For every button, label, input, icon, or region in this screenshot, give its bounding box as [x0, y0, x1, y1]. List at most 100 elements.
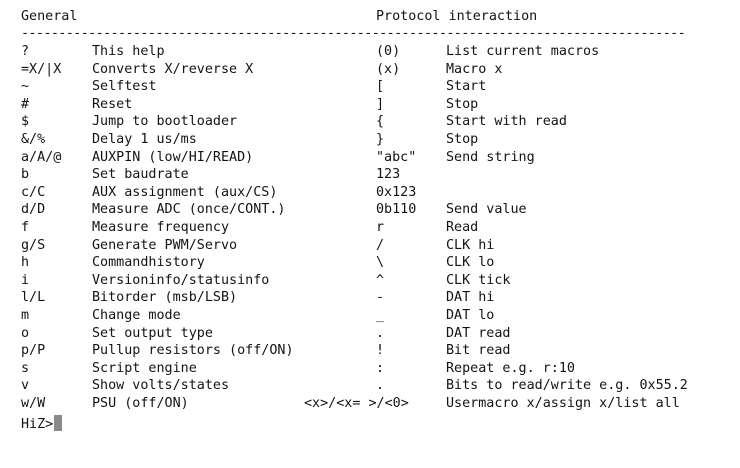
general-command-key: s — [21, 360, 30, 376]
protocol-command-key: r — [376, 220, 385, 235]
protocol-command-desc: Stop — [446, 96, 479, 112]
protocol-command-desc: Send string — [446, 149, 535, 165]
protocol-command-desc: CLK lo — [446, 255, 495, 271]
protocol-command-key: (0) — [376, 44, 401, 59]
general-command-key: w/W — [21, 396, 46, 411]
general-command-desc: Set output type — [92, 325, 213, 341]
protocol-command-desc: Stop — [446, 132, 479, 147]
protocol-command-desc: Start with read — [446, 114, 567, 130]
general-command-key: b — [21, 167, 30, 183]
protocol-command-key: / — [376, 237, 385, 253]
general-command-key: d/D — [21, 202, 46, 218]
general-command-desc: Measure frequency — [92, 220, 230, 235]
protocol-command-desc: Read — [446, 220, 479, 235]
general-command-desc: Change mode — [92, 308, 181, 323]
general-command-desc: Pullup resistors (off/ON) — [92, 343, 294, 359]
general-command-key: o — [21, 325, 30, 341]
command-row: d/D Measure ADC (once/CONT.) 0b110 Send val… — [0, 201, 740, 219]
general-command-key: ~ — [21, 79, 30, 95]
command-row: a/A/@ AUXPIN (low/HI/READ) "abc" Send strin… — [0, 149, 740, 167]
command-row: o Set output type. DAT read — [0, 325, 740, 343]
command-row: f Measure frequency r Read — [0, 219, 740, 237]
general-command-key: m — [21, 308, 30, 323]
text-cursor — [54, 415, 63, 431]
protocol-command-key: 0x123 — [376, 184, 417, 200]
protocol-command-key: (x) — [376, 61, 401, 77]
protocol-command-desc: Send value — [446, 202, 527, 218]
general-command-desc: AUXPIN (low/HI/READ) — [92, 149, 254, 165]
general-command-desc: Generate PWM/Servo — [92, 237, 238, 253]
header-row: General Protocol interaction — [0, 8, 740, 26]
general-command-desc: Versioninfo/statusinfo — [92, 272, 270, 288]
command-row: =X/|X Converts X/reverse X (x) Macro x — [0, 61, 740, 79]
prompt-text: HiZ> — [21, 417, 54, 432]
general-header: General — [21, 9, 78, 24]
general-command-key: p/P — [21, 343, 46, 359]
general-command-desc: Reset — [92, 96, 133, 112]
protocol-command-key: 123 — [376, 167, 401, 183]
general-command-desc: AUX assignment (aux/CS) — [92, 184, 278, 200]
prompt-line[interactable]: HiZ> — [0, 415, 740, 433]
protocol-command-desc: Start — [446, 79, 487, 95]
protocol-command-desc: CLK tick — [446, 272, 511, 288]
general-command-key: a/A/@ — [21, 149, 62, 165]
general-command-key: c/C — [21, 184, 46, 200]
protocol-command-desc: DAT lo — [446, 308, 495, 323]
protocol-command-desc: Macro x — [446, 61, 503, 77]
protocol-command-desc: Usermacro x/assign x/list all — [446, 396, 680, 411]
general-command-key: v — [21, 378, 30, 394]
general-command-desc: Script engine — [92, 360, 197, 376]
general-command-desc: Set baudrate — [92, 167, 189, 183]
protocol-command-key: ] — [376, 96, 385, 112]
protocol-command-key: { — [376, 114, 385, 130]
protocol-command-key: ^ — [376, 272, 385, 288]
protocol-command-key: ! — [376, 343, 385, 359]
header-divider: ----------------------------------------… — [21, 27, 685, 41]
protocol-command-desc: CLK hi — [446, 237, 495, 253]
protocol-command-key: [ — [376, 79, 385, 95]
command-row: &/% Delay 1 us/ms} Stop — [0, 131, 740, 149]
general-command-desc: Measure ADC (once/CONT.) — [92, 202, 286, 218]
general-command-key: =X/|X — [21, 61, 62, 77]
protocol-header: Protocol interaction — [376, 9, 538, 24]
protocol-command-key: } — [376, 132, 385, 147]
protocol-command-key: \ — [376, 255, 385, 271]
command-row: g/S Generate PWM/Servo / CLK hi — [0, 237, 740, 255]
command-row: ~Selftest[Start — [0, 78, 740, 96]
general-command-key: h — [21, 255, 30, 271]
general-command-key: g/S — [21, 237, 46, 253]
protocol-command-key: "abc" — [376, 149, 417, 165]
general-command-key: f — [21, 220, 30, 235]
general-command-desc: Show volts/states — [92, 378, 230, 394]
general-command-desc: This help — [92, 44, 165, 59]
command-row: m Change mode _ DAT lo — [0, 307, 740, 325]
protocol-command-key: 0b110 — [376, 202, 417, 218]
protocol-command-desc: Repeat e.g. r:10 — [446, 360, 575, 376]
command-row: ?This help(0)List current macros — [0, 43, 740, 61]
protocol-command-desc: DAT read — [446, 325, 511, 341]
general-command-key: # — [21, 96, 30, 112]
protocol-command-key: . — [376, 325, 385, 341]
general-command-desc: Converts X/reverse X — [92, 61, 254, 77]
general-command-key: $ — [21, 114, 30, 130]
command-row: b Set baudrate 123 — [0, 166, 740, 184]
general-command-desc: Jump to bootloader — [92, 114, 238, 130]
shell-prompt[interactable]: HiZ> — [21, 415, 63, 434]
terminal-window[interactable]: General Protocol interaction -----------… — [0, 0, 740, 454]
protocol-command-key: . — [376, 378, 385, 394]
general-command-desc: Bitorder (msb/LSB) — [92, 290, 238, 306]
protocol-command-desc: DAT hi — [446, 290, 495, 306]
general-command-key: &/% — [21, 132, 46, 147]
general-command-key: ? — [21, 44, 30, 59]
protocol-command-key: : — [376, 360, 385, 376]
command-row: # Reset] Stop — [0, 96, 740, 114]
protocol-command-key: _ — [376, 308, 385, 323]
general-command-desc: Delay 1 us/ms — [92, 132, 197, 147]
command-row: s Script engine: Repeat e.g. r:10 — [0, 360, 740, 378]
general-command-key: i — [21, 272, 30, 288]
